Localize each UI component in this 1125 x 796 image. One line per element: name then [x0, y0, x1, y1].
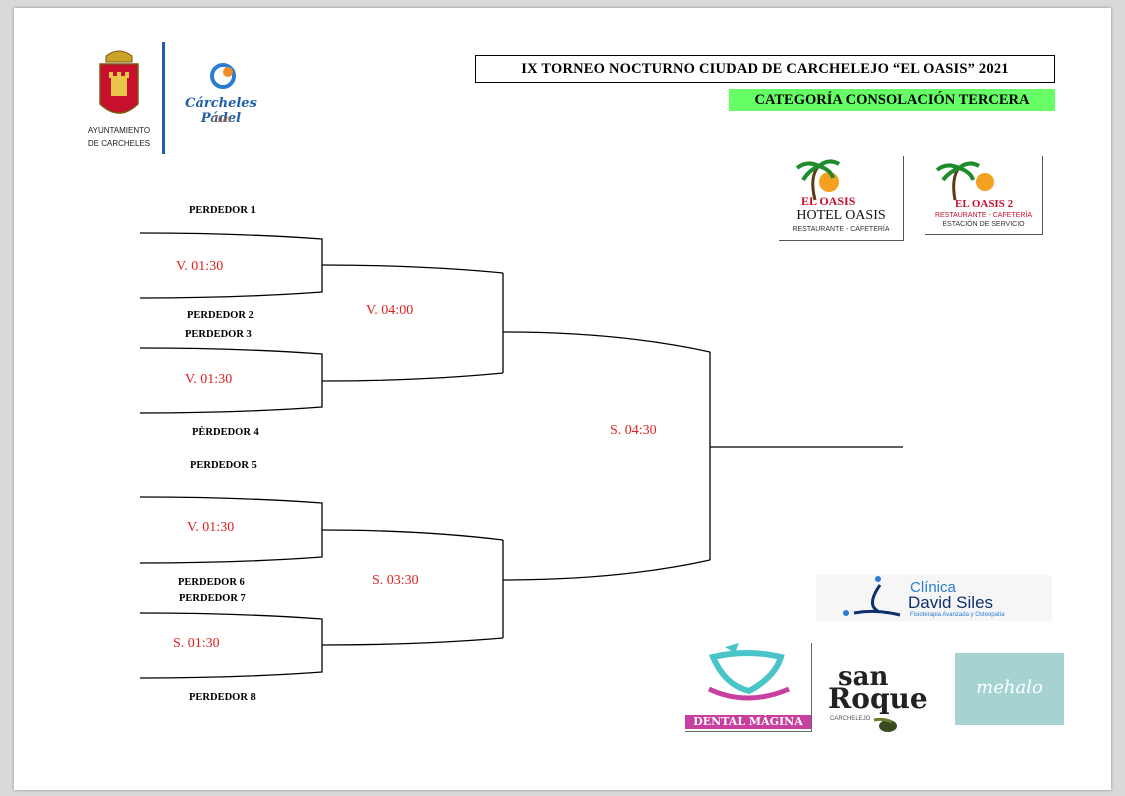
mehalo-logo: mehalo	[955, 653, 1064, 725]
player-label: PÈRDEDOR 4	[192, 427, 259, 438]
player-label: PERDEDOR 3	[185, 329, 252, 340]
bracket-link-r1-2	[321, 372, 504, 382]
palm-tree-icon	[935, 161, 994, 201]
player-label: PERDEDOR 5	[190, 460, 257, 471]
clinica-line-1: Clínica	[910, 579, 956, 596]
dental-magina-logo: DENTAL MÁGINA	[685, 643, 812, 732]
match-time-r1-3: V. 01:30	[187, 520, 235, 535]
bracket-link-r2-1	[502, 331, 711, 353]
match-time-r2-2: S. 03:30	[372, 573, 419, 588]
oasis2-sub-1: RESTAURANTE - CAFETERÍA	[934, 212, 1033, 219]
match-time-r2-1: V. 04:00	[366, 303, 414, 318]
tournament-title: IX TORNEO NOCTURNO CIUDAD DE CARCHELEJO …	[475, 55, 1055, 83]
clinic-swirl-icon	[843, 576, 901, 617]
match-time-final: S. 04:30	[610, 423, 657, 438]
match-time-r1-4: S. 01:30	[173, 636, 220, 651]
coat-of-arms-icon	[76, 42, 162, 154]
oasis2-logo: EL OASIS 2 RESTAURANTE - CAFETERÍA ESTAC…	[925, 156, 1043, 235]
bracket-link-r1-1	[321, 264, 504, 274]
ayuntamiento-label-2: DE CARCHELES	[87, 139, 151, 148]
oasis2-sub-2: ESTACIÓN DE SERVICIO	[942, 221, 1025, 228]
player-label: PERDEDOR 2	[187, 310, 254, 321]
palm-tree-icon	[795, 159, 841, 201]
padel-club-name: Cárcheles Pádel	[185, 96, 257, 126]
hotel-oasis-sub: RESTAURANTE - CAFETERÍA	[792, 226, 890, 233]
player-label: PERDEDOR 7	[179, 593, 246, 604]
padel-ball-icon	[210, 63, 236, 89]
bracket-link-r1-4	[321, 637, 504, 646]
logo-divider	[162, 42, 165, 154]
mehalo-label: mehalo	[976, 677, 1043, 698]
match-time-r1-1: V. 01:30	[176, 259, 224, 274]
tooth-icon	[707, 643, 790, 701]
clinica-logo: Clínica David Siles Fisioterapia Avanzad…	[816, 575, 1052, 621]
ayuntamiento-logo: AYUNTAMIENTO DE CARCHELES	[76, 42, 162, 154]
clinica-line-2: David Siles	[908, 593, 994, 612]
hotel-oasis-brand: EL OASIS	[801, 194, 856, 208]
clinica-line-3: Fisioterapia Avanzada y Osteopatía	[910, 612, 1005, 618]
category-badge: CATEGORÍA CONSOLACIÓN TERCERA	[729, 89, 1055, 111]
san-roque-line-1: san	[838, 662, 889, 692]
dental-magina-label: DENTAL MÁGINA	[685, 715, 811, 729]
san-roque-line-2: Roque	[828, 682, 928, 715]
hotel-oasis-logo: EL OASIS HOTEL OASIS RESTAURANTE - CAFET…	[779, 156, 904, 241]
san-roque-logo: san Roque CARCHELEJO	[822, 656, 940, 742]
bracket-connector-r1-1	[139, 232, 323, 299]
bracket-link-r2-2	[502, 559, 711, 581]
ayuntamiento-label-1: AYUNTAMIENTO	[87, 126, 151, 135]
padel-club-sub: Club	[211, 115, 231, 124]
oasis2-brand: EL OASIS 2	[955, 198, 1014, 210]
olive-icon	[873, 717, 897, 732]
padel-club-logo: Cárcheles Pádel Club	[165, 42, 277, 154]
player-label: PERDEDOR 1	[189, 205, 256, 216]
san-roque-small: CARCHELEJO	[830, 716, 871, 722]
hotel-oasis-name: HOTEL OASIS	[796, 208, 886, 223]
bracket-link-r1-3	[321, 529, 504, 541]
bracket-connector-r1-4	[139, 612, 323, 679]
player-label: PERDEDOR 6	[178, 577, 245, 588]
match-time-r1-2: V. 01:30	[185, 372, 233, 387]
player-label: PERDEDOR 8	[189, 692, 256, 703]
